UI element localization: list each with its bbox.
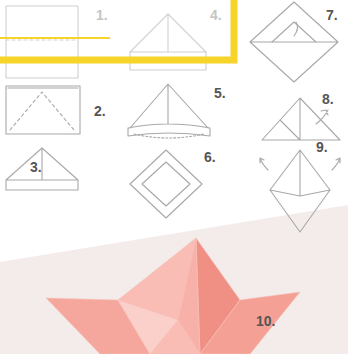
step-number: 7. <box>326 8 338 22</box>
highlight-line <box>0 37 110 39</box>
step-number: 10. <box>256 314 275 328</box>
step-number: 5. <box>214 86 226 100</box>
step-number: 9. <box>316 140 328 154</box>
step-sketches <box>6 2 340 232</box>
paper-boat <box>46 238 300 354</box>
background-band <box>0 205 348 354</box>
highlight-frame <box>0 0 234 60</box>
step-number: 2. <box>94 104 106 118</box>
step-number: 3. <box>30 160 42 174</box>
step-number: 4. <box>210 8 222 22</box>
step-number: 1. <box>96 8 108 22</box>
step-number: 6. <box>204 150 216 164</box>
step-number: 8. <box>322 92 334 106</box>
